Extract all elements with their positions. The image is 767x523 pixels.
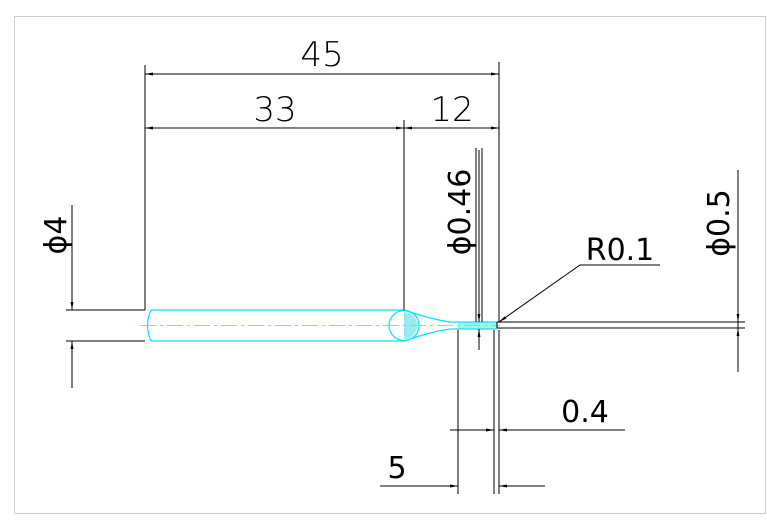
dim-label-phi4: ϕ4: [39, 216, 74, 255]
dim-label-45: 45: [300, 35, 343, 75]
dim-label-phi046: ϕ0.46: [443, 169, 478, 256]
leader-r01: [498, 264, 660, 323]
dim-label-r01: R0.1: [586, 233, 655, 268]
tip-wire: [496, 321, 745, 329]
dim-label-phi05: ϕ0.5: [702, 189, 737, 257]
dim-label-04: 0.4: [561, 395, 609, 430]
dim-label-33: 33: [253, 90, 296, 130]
dim-label-12: 12: [430, 90, 473, 130]
dim-label-5: 5: [387, 451, 406, 486]
tool-outline: [146, 309, 497, 342]
